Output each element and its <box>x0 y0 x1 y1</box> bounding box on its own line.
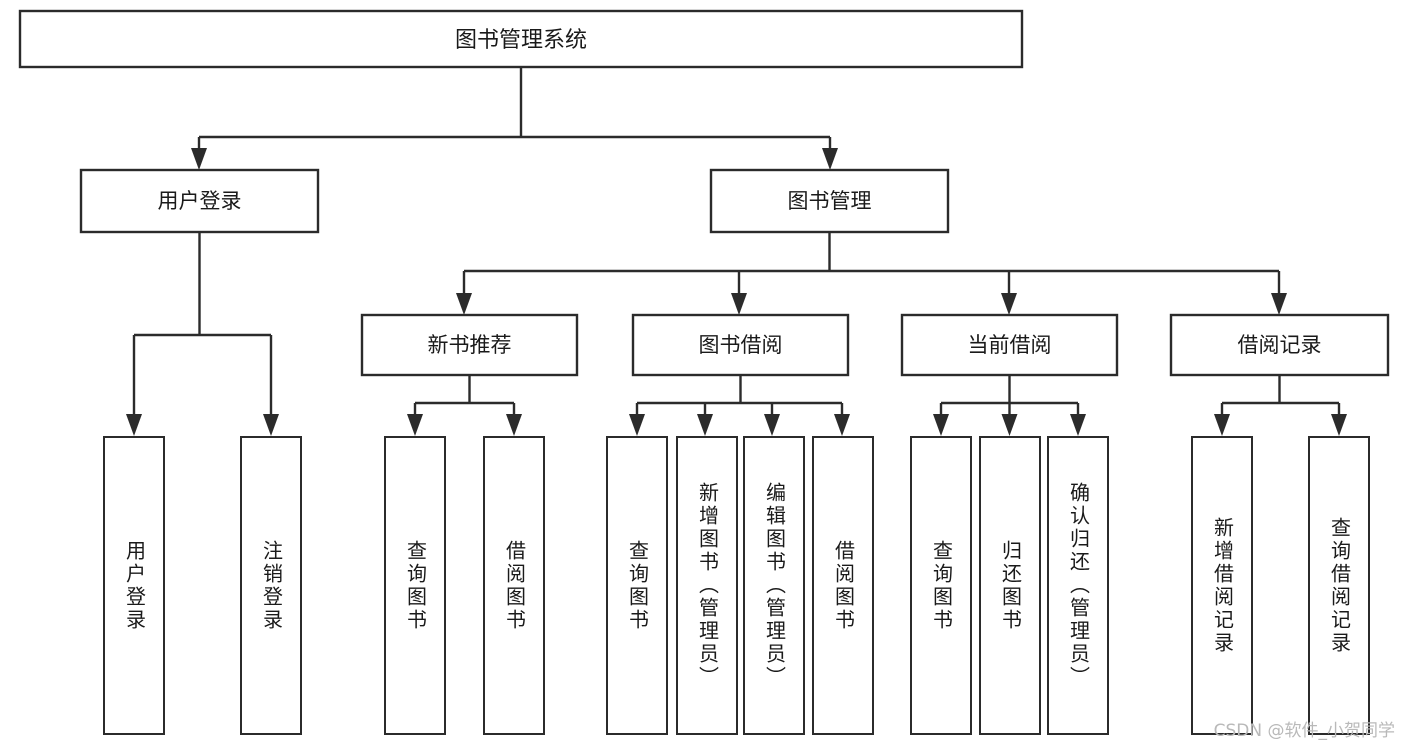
leaf-confirm-return-admin[interactable]: 确认归还（管理员） <box>1047 436 1109 735</box>
node-current-borrow-label: 当前借阅 <box>968 333 1052 357</box>
leaf-user-login[interactable]: 用户登录 <box>103 436 165 735</box>
leaf-borrow-book-newbook[interactable]: 借阅图书 <box>483 436 545 735</box>
leaf-query-borrow-record-label: 查询借阅记录 <box>1327 516 1352 655</box>
leaf-query-book-current[interactable]: 查询图书 <box>910 436 972 735</box>
node-user-login-label: 用户登录 <box>158 189 242 213</box>
connector-bookmgmt-to-level3 <box>456 232 1287 315</box>
connector-root-to-level2 <box>191 67 838 170</box>
node-root[interactable]: 图书管理系统 <box>18 9 1024 69</box>
leaf-add-borrow-record[interactable]: 新增借阅记录 <box>1191 436 1253 735</box>
leaf-query-book-borrow-label: 查询图书 <box>625 539 650 632</box>
node-book-management-label: 图书管理 <box>788 189 872 213</box>
leaf-query-book-newbook-label: 查询图书 <box>403 539 428 632</box>
leaf-query-book-current-label: 查询图书 <box>929 539 954 632</box>
connector-borrowrecords-to-leaves <box>1214 375 1347 436</box>
node-new-book-recommend[interactable]: 新书推荐 <box>360 313 579 377</box>
connector-userlogin-to-leaves <box>126 232 279 436</box>
node-book-management[interactable]: 图书管理 <box>709 168 950 234</box>
leaf-logout[interactable]: 注销登录 <box>240 436 302 735</box>
leaf-borrow-book-newbook-label: 借阅图书 <box>502 539 527 632</box>
connector-currentborrow-to-leaves <box>933 375 1086 436</box>
leaf-edit-book-admin-label: 编辑图书（管理员） <box>762 482 787 689</box>
connector-newbook-to-leaves <box>407 375 522 436</box>
leaf-borrow-book-borrow[interactable]: 借阅图书 <box>812 436 874 735</box>
leaf-edit-book-admin[interactable]: 编辑图书（管理员） <box>743 436 805 735</box>
leaf-logout-label: 注销登录 <box>259 539 284 632</box>
node-new-book-recommend-label: 新书推荐 <box>428 333 512 357</box>
leaf-confirm-return-admin-label: 确认归还（管理员） <box>1066 482 1091 689</box>
node-root-label: 图书管理系统 <box>455 28 587 53</box>
leaf-query-book-borrow[interactable]: 查询图书 <box>606 436 668 735</box>
leaf-add-borrow-record-label: 新增借阅记录 <box>1210 516 1235 655</box>
node-user-login[interactable]: 用户登录 <box>79 168 320 234</box>
node-borrow-records-label: 借阅记录 <box>1238 333 1322 357</box>
leaf-add-book-admin[interactable]: 新增图书（管理员） <box>676 436 738 735</box>
node-borrow-records[interactable]: 借阅记录 <box>1169 313 1390 377</box>
leaf-user-login-label: 用户登录 <box>122 539 147 632</box>
leaf-borrow-book-borrow-label: 借阅图书 <box>831 539 856 632</box>
node-book-borrow[interactable]: 图书借阅 <box>631 313 850 377</box>
node-book-borrow-label: 图书借阅 <box>699 333 783 357</box>
node-current-borrow[interactable]: 当前借阅 <box>900 313 1119 377</box>
leaf-return-book[interactable]: 归还图书 <box>979 436 1041 735</box>
connector-bookborrow-to-leaves <box>629 375 850 436</box>
leaf-return-book-label: 归还图书 <box>998 539 1023 632</box>
leaf-query-borrow-record[interactable]: 查询借阅记录 <box>1308 436 1370 735</box>
leaf-add-book-admin-label: 新增图书（管理员） <box>695 482 720 689</box>
leaf-query-book-newbook[interactable]: 查询图书 <box>384 436 446 735</box>
